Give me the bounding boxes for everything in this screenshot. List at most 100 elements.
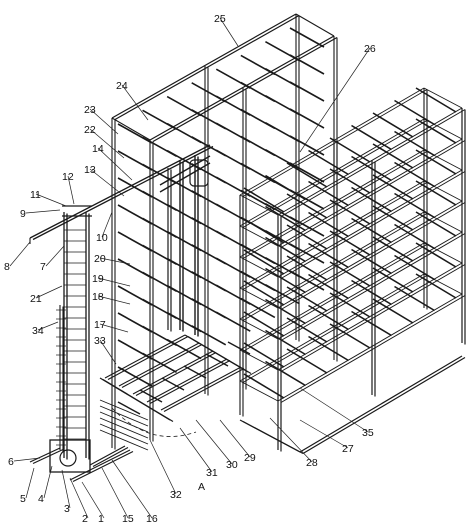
leader-line-16 [111, 459, 153, 519]
front-rack-cross-beam [423, 149, 463, 171]
rear-shelf-arm [166, 338, 202, 360]
leader-line-23 [89, 108, 119, 135]
callout-label-8: 8 [4, 261, 10, 273]
leader-line-20 [99, 257, 131, 265]
callout-label-27: 27 [342, 443, 354, 455]
fork-tine [104, 334, 186, 379]
leader-line-8 [9, 241, 31, 267]
front-shelf-arm [394, 161, 435, 188]
leader-line-21 [35, 285, 63, 299]
fork-tine [135, 352, 217, 396]
ground-rail [29, 447, 61, 463]
base-frame [242, 420, 304, 455]
leader-line-30 [195, 419, 233, 465]
front-rack-level-beam [280, 109, 466, 217]
rear-rack-top-beam [111, 13, 297, 119]
ground-rail [92, 446, 129, 468]
leader-line-28 [269, 417, 313, 463]
front-shelf-arm [415, 273, 457, 299]
fork-slat [205, 353, 229, 367]
front-shelf-arm [394, 99, 435, 126]
front-shelf-arm [351, 124, 392, 151]
fork-tine [146, 358, 228, 403]
leader-line-13 [89, 168, 125, 197]
ground-rail [69, 449, 131, 481]
pallet-stack [99, 423, 149, 445]
callout-label-31: 31 [206, 467, 218, 479]
fork-tine [160, 366, 242, 411]
leader-line-11 [35, 193, 67, 207]
front-rack-level-beam [242, 151, 428, 259]
leader-line-12 [67, 175, 75, 205]
rear-rack-top-beam [152, 36, 338, 143]
callout-label-5: 5 [20, 493, 26, 505]
front-shelf-arm [415, 180, 457, 206]
leader-line-31 [179, 427, 213, 473]
leader-line-14 [97, 147, 133, 181]
front-shelf-arm [308, 149, 349, 176]
front-shelf-arm [394, 192, 435, 219]
front-rack-level-beam [242, 120, 428, 228]
front-rack-cross-beam [423, 273, 463, 295]
leader-line-15 [101, 467, 129, 519]
callout-label-2: 2 [82, 513, 88, 525]
fork-tine [149, 360, 231, 404]
front-shelf-arm [415, 242, 457, 268]
front-shelf-arm [394, 130, 435, 157]
rear-shelf-arm [215, 311, 251, 332]
front-rack-cross-beam [423, 242, 463, 264]
front-rack-cross-beam [423, 180, 463, 202]
fork-tine [107, 336, 189, 380]
front-shelf-arm [308, 335, 349, 362]
front-rack-level-beam [239, 118, 425, 227]
frame-structure [29, 13, 466, 483]
leader-line-5 [25, 467, 35, 499]
pallet-stack [99, 417, 149, 439]
callout-label-11: 11 [30, 189, 41, 201]
callout-label-19: 19 [92, 273, 104, 285]
front-shelf-arm [415, 118, 457, 144]
front-shelf-arm [394, 254, 435, 281]
leader-line-9 [25, 209, 61, 214]
front-rack-level-beam [280, 295, 466, 403]
front-shelf-arm [372, 298, 414, 324]
crane-top-beam [159, 162, 211, 193]
leader-line-32 [149, 439, 177, 495]
front-rack-cross-beam [239, 287, 279, 309]
front-rack-level-beam [239, 180, 425, 289]
front-rack-cross-beam [239, 318, 279, 340]
callout-label-25: 25 [214, 13, 226, 25]
front-shelf-arm [265, 360, 306, 387]
fork-slat [227, 341, 251, 355]
callout-label-26: 26 [364, 43, 376, 55]
fork-carriage [187, 335, 252, 375]
callout-label-7: 7 [40, 261, 46, 273]
callout-label-29: 29 [244, 452, 256, 464]
callout-label-35: 35 [362, 427, 374, 439]
callout-label-14: 14 [92, 143, 104, 155]
front-shelf-arm [286, 162, 328, 188]
view-label: A [198, 481, 205, 493]
rear-shelf-arm [289, 108, 325, 129]
front-shelf-arm [394, 285, 435, 312]
front-rack-level-beam [239, 242, 425, 351]
leader-line-27 [299, 419, 349, 449]
fork-tine [118, 342, 200, 387]
callout-label-30: 30 [226, 459, 238, 471]
leader-line-33 [99, 339, 117, 365]
front-shelf-arm [329, 323, 371, 349]
callout-label-24: 24 [116, 80, 128, 92]
front-rack-cross-beam [239, 380, 279, 402]
front-shelf-arm [329, 137, 371, 163]
front-shelf-arm [351, 310, 392, 337]
fork-tine [163, 368, 245, 412]
callout-label-12: 12 [62, 171, 74, 183]
pallet-stack [99, 399, 149, 421]
overhead-rail [32, 145, 214, 241]
front-shelf-arm [372, 112, 414, 138]
pallet-stack [99, 429, 149, 451]
pallet-stack [99, 411, 149, 433]
callout-label-10: 10 [96, 232, 108, 244]
